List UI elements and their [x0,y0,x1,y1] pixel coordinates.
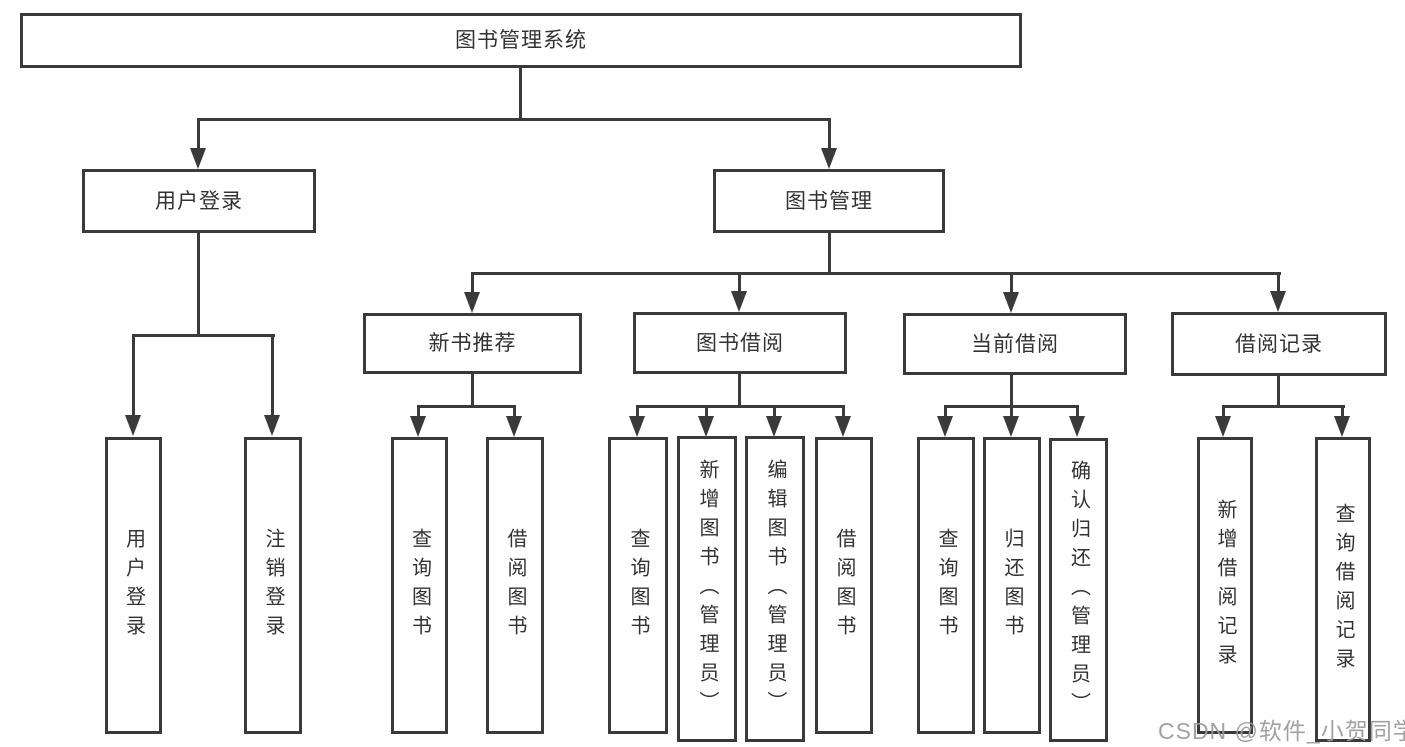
arrowhead-down-icon [190,148,206,169]
leaf-label: 编辑图书（管理员） [764,458,786,720]
node-label: 用户登录 [155,189,243,213]
connector-line [1277,272,1280,294]
arrowhead-down-icon [1270,291,1286,312]
node-user-login: 用户登录 [82,169,316,233]
connector-line [417,405,420,417]
connector-line [944,405,947,417]
node-label: 借阅记录 [1235,332,1323,356]
connector-line [636,405,639,417]
connector-line [828,118,831,150]
arrowhead-down-icon [410,416,426,437]
leaf-add-borrow-record: 新增借阅记录 [1197,437,1253,734]
connector-line [417,405,516,408]
arrowhead-down-icon [464,292,480,313]
connector-line [471,374,474,408]
leaf-label: 用户登录 [122,527,145,644]
connector-line [197,233,200,337]
connector-line [1076,405,1079,417]
node-label: 新书推荐 [428,332,517,355]
leaf-label: 查询图书 [627,527,649,644]
connector-line [1010,405,1013,417]
node-borrow-records: 借阅记录 [1171,312,1387,376]
node-root: 图书管理系统 [20,13,1022,68]
node-label: 当前借阅 [971,332,1059,356]
connector-line [1010,272,1013,295]
leaf-label: 借阅图书 [833,527,855,644]
arrowhead-down-icon [1069,416,1085,437]
connector-line [1341,405,1344,417]
connector-line [1010,375,1013,408]
node-label: 图书借阅 [696,331,784,355]
connector-line [738,374,741,408]
arrowhead-down-icon [937,416,953,437]
arrowhead-down-icon [766,416,782,437]
leaf-query-books: 查询图书 [917,437,975,734]
leaf-label: 新增图书（管理员） [696,458,718,720]
arrowhead-down-icon [506,416,522,437]
connector-line [471,272,1281,275]
leaf-borrow-books: 借阅图书 [815,437,873,734]
connector-line [197,118,200,150]
leaf-return-books: 归还图书 [983,437,1041,734]
arrowhead-down-icon [1215,416,1231,437]
leaf-label: 确认归还（管理员） [1067,459,1090,721]
watermark: CSDN @软件_小贺同学 [1158,718,1405,744]
node-new-books: 新书推荐 [363,313,582,374]
arrowhead-down-icon [264,415,280,436]
connector-line [1222,405,1225,417]
connector-line [519,68,522,121]
arrowhead-down-icon [835,416,851,437]
connector-line [471,272,474,295]
leaf-label: 查询借阅记录 [1332,502,1354,677]
leaf-label: 查询图书 [408,527,431,644]
leaf-label: 注销登录 [262,527,284,644]
arrowhead-down-icon [1003,416,1019,437]
leaf-query-borrow-record: 查询借阅记录 [1315,437,1371,742]
connector-line [842,405,845,417]
connector-line [271,334,274,416]
leaf-label: 归还图书 [1001,527,1023,644]
connector-line [738,272,741,294]
leaf-confirm-return-admin: 确认归还（管理员） [1049,438,1108,742]
node-current-borrow: 当前借阅 [903,313,1127,375]
connector-line [636,405,845,408]
arrowhead-down-icon [629,416,645,437]
leaf-label: 借阅图书 [504,527,526,644]
connector-line [773,405,776,417]
leaf-query-books: 查询图书 [608,437,668,734]
node-label: 图书管理系统 [455,29,587,52]
connector-line [132,334,275,337]
connector-line [513,405,516,417]
leaf-add-books-admin: 新增图书（管理员） [677,436,737,742]
connector-line [1222,405,1345,408]
connector-line [1277,376,1280,408]
leaf-query-books: 查询图书 [391,437,448,734]
leaf-label: 新增借阅记录 [1214,498,1236,673]
connector-line [132,334,135,416]
arrowhead-down-icon [1003,292,1019,313]
arrowhead-down-icon [125,415,141,436]
arrowhead-down-icon [731,291,747,312]
connector-line [705,405,708,417]
node-book-management: 图书管理 [713,169,945,233]
arrowhead-down-icon [698,416,714,437]
connector-line [828,233,831,275]
leaf-borrow-books: 借阅图书 [486,437,544,734]
leaf-label: 查询图书 [935,527,957,644]
node-book-borrow: 图书借阅 [633,312,847,374]
connector-line [197,118,831,121]
node-label: 图书管理 [785,189,873,213]
arrowhead-down-icon [821,148,837,169]
arrowhead-down-icon [1334,416,1350,437]
leaf-logout: 注销登录 [244,437,302,734]
leaf-user-login: 用户登录 [105,437,162,734]
leaf-edit-books-admin: 编辑图书（管理员） [745,436,805,742]
